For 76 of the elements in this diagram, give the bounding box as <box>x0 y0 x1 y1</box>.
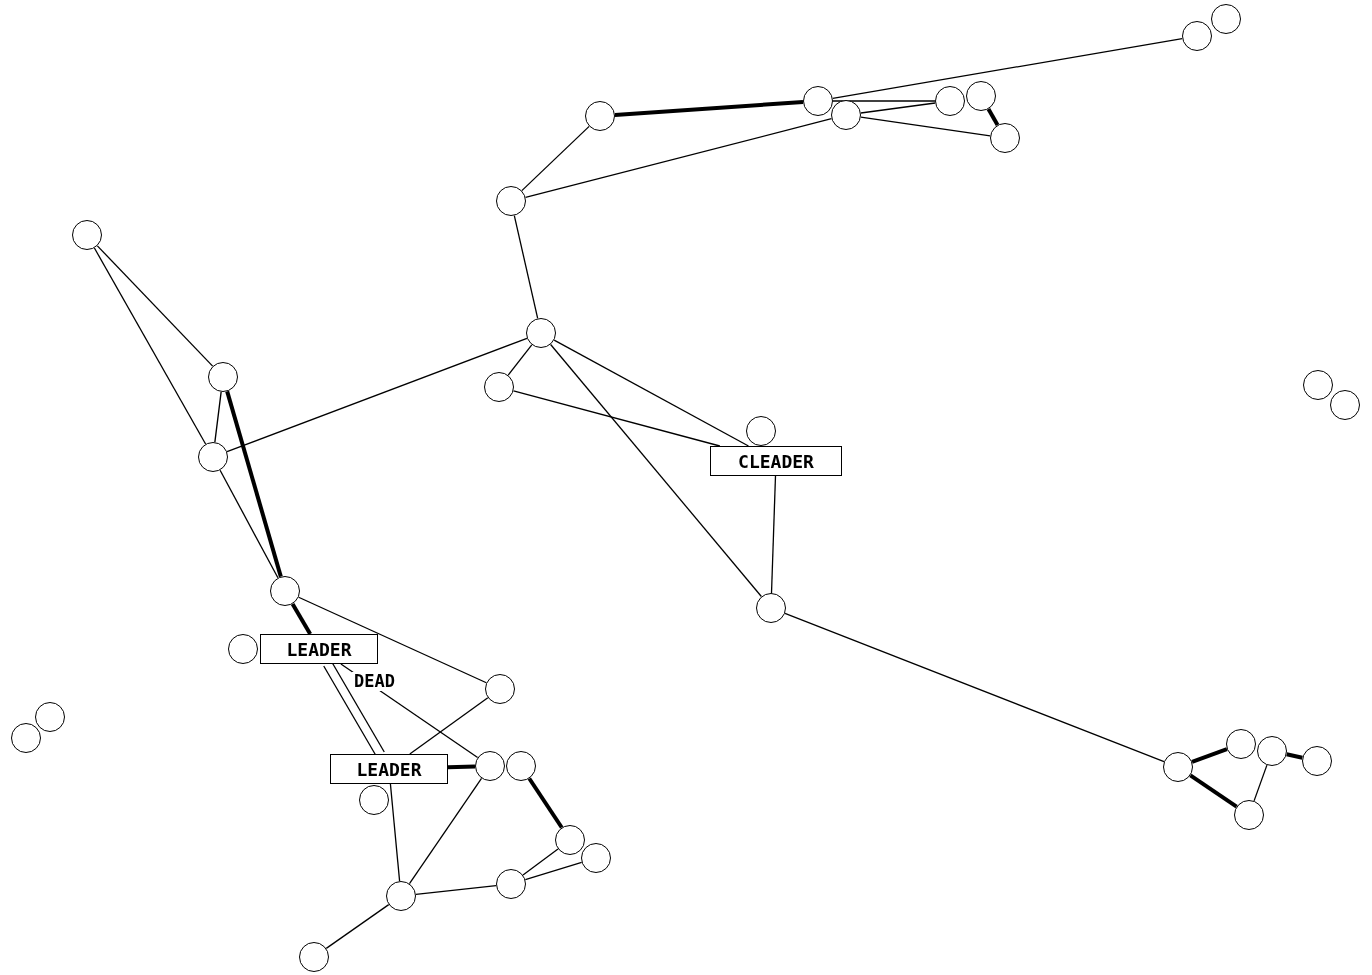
connector-line <box>770 475 777 594</box>
node-label: LEADER <box>260 634 378 664</box>
connector-line <box>832 37 1183 100</box>
node-circle <box>1234 800 1264 830</box>
node-circle <box>506 751 536 781</box>
node-circle <box>990 123 1020 153</box>
connector-line <box>1286 752 1303 760</box>
connector-line <box>219 469 279 579</box>
node-circle <box>1163 752 1193 782</box>
node-label: CLEADER <box>710 446 842 476</box>
connector-line <box>860 116 991 137</box>
connector-line <box>298 596 487 684</box>
connector-line <box>614 100 804 117</box>
connector-line <box>507 344 533 376</box>
node-circle <box>208 362 238 392</box>
node-circle <box>72 220 102 250</box>
node-circle <box>270 576 300 606</box>
connector-line <box>226 337 528 453</box>
node-circle <box>496 186 526 216</box>
node-circle <box>475 751 505 781</box>
node-circle <box>803 86 833 116</box>
node-circle <box>1330 390 1360 420</box>
connector-line <box>553 339 750 447</box>
connector-line <box>225 390 283 578</box>
node-circle <box>1302 746 1332 776</box>
node-circle <box>198 442 228 472</box>
connector-line <box>521 125 590 192</box>
node-circle <box>359 785 389 815</box>
connector-line <box>93 247 207 445</box>
node-circle <box>35 702 65 732</box>
node-circle <box>1303 370 1333 400</box>
node-circle <box>831 100 861 130</box>
connector-line <box>290 602 312 635</box>
node-circle <box>11 723 41 753</box>
node-circle <box>496 869 526 899</box>
connector-line <box>1253 764 1268 802</box>
connector-line <box>214 391 222 443</box>
connector-line <box>415 885 497 895</box>
connector-line <box>524 861 583 881</box>
connector-line <box>408 777 483 885</box>
connector-line <box>1189 773 1238 809</box>
connector-line <box>832 100 936 102</box>
node-circle <box>966 81 996 111</box>
node-circle <box>1257 736 1287 766</box>
connector-line <box>96 245 214 367</box>
node-circle <box>746 416 776 446</box>
node-circle <box>935 86 965 116</box>
node-circle <box>485 674 515 704</box>
connector-line <box>527 777 564 829</box>
node-circle <box>484 372 514 402</box>
connector-line <box>549 343 763 598</box>
node-circle <box>1226 729 1256 759</box>
connector-line <box>389 783 401 882</box>
connector-line <box>784 612 1165 763</box>
connector-line <box>1191 747 1228 764</box>
connector-line <box>986 108 1000 126</box>
node-circle <box>585 101 615 131</box>
node-circle <box>526 318 556 348</box>
node-circle <box>1211 4 1241 34</box>
connector-line <box>522 848 559 876</box>
node-circle <box>756 593 786 623</box>
connector-line <box>860 102 936 114</box>
connector-line <box>512 390 721 447</box>
node-circle <box>555 825 585 855</box>
node-circle <box>299 942 329 972</box>
connector-line <box>325 903 390 950</box>
node-circle <box>228 634 258 664</box>
node-label: LEADER <box>330 754 448 784</box>
status-label: DEAD <box>352 672 397 691</box>
node-circle <box>1182 21 1212 51</box>
connector-line <box>447 764 476 770</box>
node-circle <box>581 843 611 873</box>
node-circle <box>386 881 416 911</box>
connector-line <box>409 697 489 755</box>
connector-line <box>524 118 833 198</box>
connector-line <box>513 215 539 319</box>
